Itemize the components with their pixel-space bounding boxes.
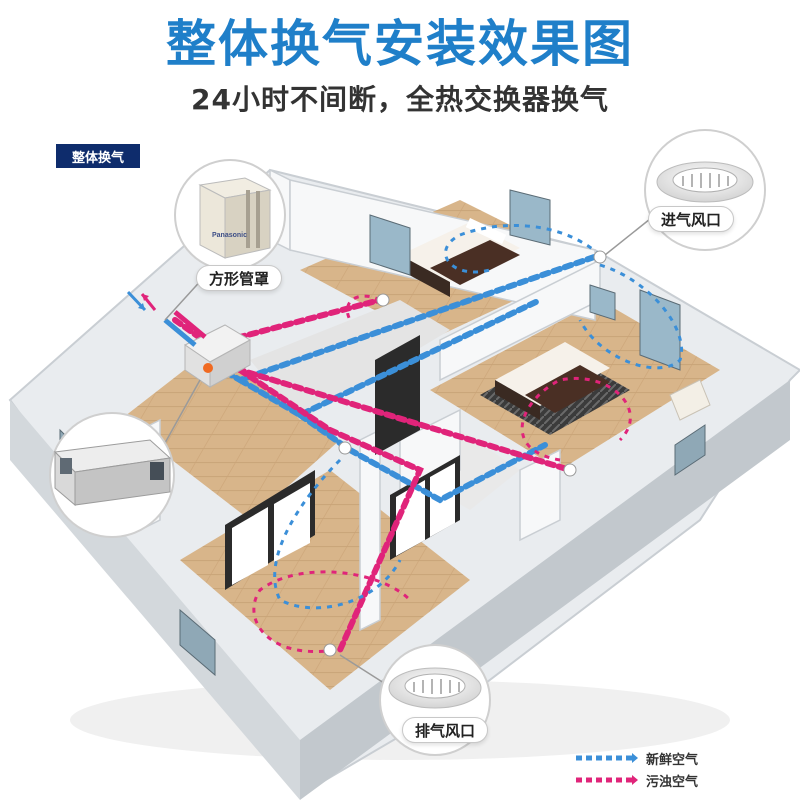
stale-air-swatch (576, 775, 638, 785)
fresh-airflow-loops (273, 223, 683, 610)
fresh-air-swatch (576, 753, 638, 763)
window-right-bedroom (589, 284, 681, 371)
duct-cover-label: 方形管罩 (196, 265, 283, 291)
page-subtitle: 24小时不间断，全热交换器换气 (191, 83, 609, 116)
legend-label-stale: 污浊空气 (646, 774, 699, 790)
section-badge: 整体换气 (56, 144, 140, 168)
legend-item-fresh: 新鲜空气 (574, 747, 784, 769)
page-title: 整体换气安装效果图 (166, 15, 634, 73)
exchanger-unit-callout (49, 379, 201, 538)
armchair (669, 379, 711, 421)
legend-label-fresh: 新鲜空气 (646, 752, 699, 768)
outdoor-pipes (163, 310, 207, 347)
air-legend: 新鲜空气 污浊空气 (574, 747, 784, 791)
window-top-bedroom (369, 189, 551, 276)
bed-right-bedroom (480, 342, 630, 435)
supply-vent-label: 进气风口 (648, 206, 735, 232)
supply-vent-callout (604, 129, 766, 256)
heat-exchanger-unit (184, 324, 252, 388)
device-brand-text: Panasonic (212, 232, 247, 239)
duct-cover-callout (164, 159, 286, 321)
legend-item-stale: 污浊空气 (574, 769, 784, 791)
floor-utility-room (120, 350, 340, 520)
outdoor-airflow-arrows (126, 290, 157, 312)
exhaust-vent-label: 排气风口 (402, 717, 489, 743)
bed-top-bedroom (400, 218, 520, 297)
ceiling-diffusers (323, 250, 607, 657)
stale-airflow-loops (252, 294, 632, 653)
